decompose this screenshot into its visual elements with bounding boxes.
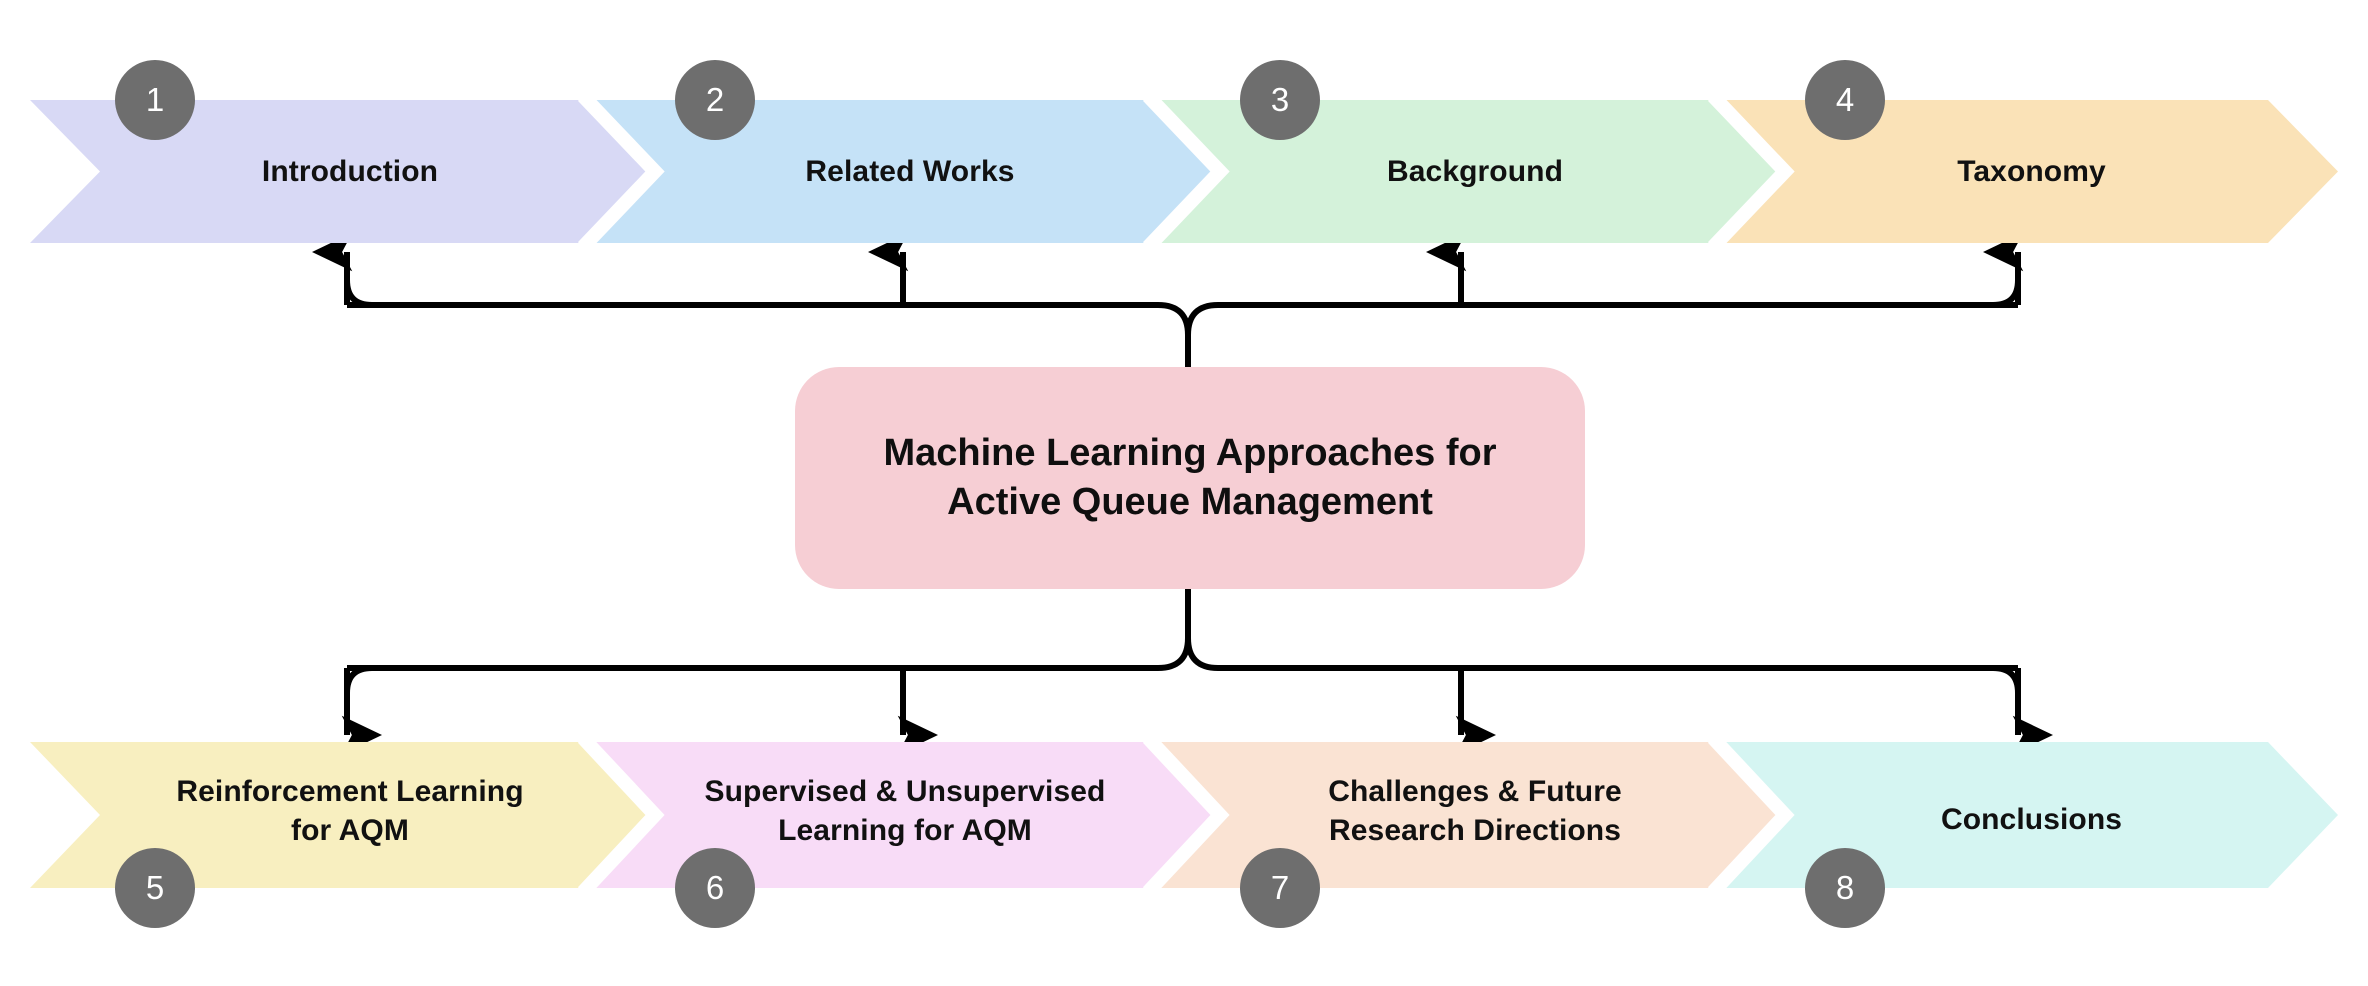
center-node-text: Machine Learning Approaches for Active Q… [863, 429, 1516, 528]
step-badge-8: 8 [1805, 848, 1885, 928]
chevron-background[interactable] [1155, 100, 1790, 243]
step-badge-5: 5 [115, 848, 195, 928]
step-badge-7: 7 [1240, 848, 1320, 928]
center-node-line2: Active Queue Management [947, 481, 1433, 523]
step-badge-1: 1 [115, 60, 195, 140]
step-badge-4: 4 [1805, 60, 1885, 140]
chevron-introduction[interactable] [30, 100, 660, 243]
top-bus-line [347, 302, 2018, 336]
chevron-reinforcement-learning[interactable] [30, 742, 660, 888]
step-badge-6: 6 [675, 848, 755, 928]
chevron-taxonomy[interactable] [1720, 100, 2338, 243]
step-badge-2: 2 [675, 60, 755, 140]
bottom-bus-line [347, 637, 2018, 671]
chevron-conclusions[interactable] [1720, 742, 2338, 888]
chevron-supervised-unsupervised[interactable] [590, 742, 1225, 888]
step-badge-3: 3 [1240, 60, 1320, 140]
chevron-related-works[interactable] [590, 100, 1225, 243]
center-node[interactable]: Machine Learning Approaches for Active Q… [795, 367, 1585, 589]
center-node-line1: Machine Learning Approaches for [883, 431, 1497, 474]
chevron-challenges-future[interactable] [1155, 742, 1790, 888]
